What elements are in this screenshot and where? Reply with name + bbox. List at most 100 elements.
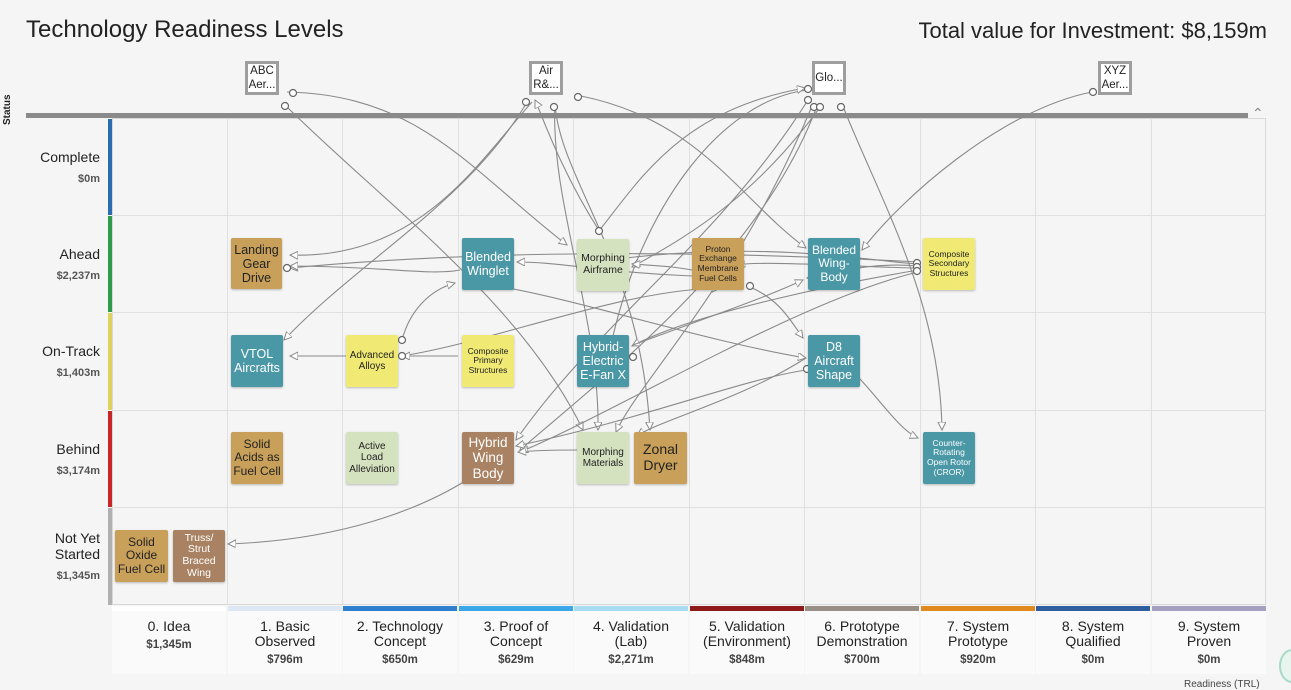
link [632, 280, 803, 346]
link [632, 264, 693, 271]
grid-divider [920, 118, 921, 605]
link [632, 105, 822, 267]
link-anchor [745, 281, 755, 291]
col-value: $0m [1197, 654, 1221, 666]
org-label-line: Air [538, 65, 554, 77]
row-value: $3,174m [56, 465, 100, 477]
org-abc-aerospace[interactable]: ABC Aer... [245, 61, 279, 95]
col-name: 1. Basic Observed [254, 618, 316, 649]
col-value: $0m [1081, 654, 1105, 666]
col-stripe [1152, 606, 1266, 611]
col-value: $629m [498, 654, 534, 666]
col-name: 5. Validation (Environment) [703, 618, 791, 649]
tech-solid-oxide-fuel-cell[interactable]: Solid Oxide Fuel Cell [115, 530, 168, 582]
tech-counter-rotating-open-rotor[interactable]: Counter-Rotating Open Rotor (CROR) [923, 432, 975, 484]
page-title: Technology Readiness Levels [26, 16, 344, 43]
col-stripe [921, 606, 1035, 611]
status-bar-complete [108, 119, 112, 215]
col-stripe [690, 606, 804, 611]
col-name: 6. Prototype Demonstration [816, 618, 908, 649]
grid-divider [112, 410, 1266, 411]
grid-divider [1035, 118, 1036, 605]
row-name: On-Track [42, 343, 100, 359]
tech-morphing-airframe[interactable]: Morphing Airframe [577, 239, 629, 291]
tech-advanced-alloys[interactable]: Advanced Alloys [346, 335, 398, 387]
status-bar-behind [108, 411, 112, 507]
status-bar-not-started [108, 508, 112, 605]
row-value: $1,403m [56, 367, 100, 379]
row-label-on-track: On-Track $1,403m [18, 343, 100, 379]
link [516, 369, 807, 446]
row-value: $1,345m [56, 570, 100, 582]
link-anchor [288, 88, 298, 98]
link-anchor [815, 102, 825, 112]
tech-zonal-dryer[interactable]: Zonal Dryer [634, 432, 687, 484]
link-anchor [521, 97, 531, 107]
row-label-behind: Behind $3,174m [18, 441, 100, 477]
col-name: 7. System Prototype [946, 618, 1010, 649]
tech-landing-gear-drive[interactable]: Landing Gear Drive [231, 238, 282, 289]
row-label-ahead: Ahead $2,237m [18, 246, 100, 282]
grid-divider [804, 118, 805, 605]
link [520, 105, 818, 450]
col-stripe [1036, 606, 1150, 611]
link [284, 101, 528, 340]
row-label-not-started: Not Yet Started $1,345m [18, 530, 100, 582]
tech-morphing-materials[interactable]: Morphing Materials [577, 432, 629, 484]
tech-hybrid-electric-e-fan-x[interactable]: Hybrid-Electric E-Fan X [577, 335, 629, 387]
row-name: Not Yet Started [54, 530, 100, 562]
col-label-trl-7: 7. System Prototype$920m [921, 606, 1035, 674]
status-bar-ahead [108, 216, 112, 312]
tech-vtol-aircrafts[interactable]: VTOL Aircrafts [231, 335, 283, 387]
link-anchor [397, 351, 407, 361]
link [637, 357, 807, 436]
tech-hybrid-wing-body[interactable]: Hybrid Wing Body [462, 432, 514, 484]
link [597, 88, 805, 233]
link-anchor [803, 84, 813, 94]
row-label-complete: Complete $0m [18, 149, 100, 185]
col-label-trl-8: 8. System Qualified$0m [1036, 606, 1150, 674]
org-label-line: XYZ [1103, 65, 1127, 77]
link [616, 105, 813, 432]
link-anchor [594, 226, 604, 236]
link [401, 288, 720, 357]
col-label-trl-0: 0. Idea$1,345m [112, 606, 226, 674]
link-anchor [912, 266, 922, 276]
col-name: 9. System Proven [1177, 618, 1241, 649]
link-anchor [836, 102, 846, 112]
link-anchor [1088, 87, 1098, 97]
col-name: 4. Validation (Lab) [592, 618, 669, 649]
grid-divider [112, 507, 1266, 508]
grid-divider [573, 118, 574, 605]
tech-solid-acids-as-fuel-cell[interactable]: Solid Acids as Fuel Cell [231, 432, 283, 484]
link [290, 266, 461, 273]
status-bar-on-track [108, 313, 112, 410]
tech-blended-wing-body[interactable]: Blended Wing-Body [808, 238, 860, 290]
org-xyz-aerospace[interactable]: XYZ Aer... [1098, 61, 1132, 95]
total-investment: Total value for Investment: $8,159m [918, 18, 1267, 43]
org-air-rd[interactable]: Air R&... [529, 61, 563, 95]
col-label-trl-2: 2. Technology Concept$650m [343, 606, 457, 674]
link [580, 95, 806, 248]
collapse-caret-icon[interactable]: ⌃ [1252, 105, 1264, 121]
row-name: Behind [56, 441, 100, 457]
tech-blended-winglet[interactable]: Blended Winglet [462, 238, 514, 290]
org-global[interactable]: Glo... [812, 61, 846, 95]
tech-proton-exchange-membrane-fuel-cells[interactable]: Proton Exchange Membrane Fuel Cells [692, 238, 744, 290]
link-anchor [282, 263, 292, 273]
grid-divider [1151, 118, 1152, 605]
col-value: $1,345m [146, 639, 192, 651]
tech-composite-primary-structures[interactable]: Composite Primary Structures [462, 335, 514, 387]
col-stripe [343, 606, 457, 611]
tech-composite-secondary-structures[interactable]: Composite Secondary Structures [923, 238, 975, 290]
tech-active-load-alleviation[interactable]: Active Load Alleviation [346, 432, 398, 484]
col-label-trl-9: 9. System Proven $0m [1152, 606, 1266, 674]
col-label-trl-1: 1. Basic Observed$796m [228, 606, 342, 674]
link-anchor [549, 102, 559, 112]
link [632, 269, 919, 346]
col-stripe [459, 606, 573, 611]
col-label-trl-5: 5. Validation (Environment)$848m [690, 606, 804, 674]
link [535, 100, 601, 233]
tech-d8-aircraft-shape[interactable]: D8 Aircraft Shape [808, 335, 860, 387]
tech-truss-strut-braced-wing[interactable]: Truss/ Strut Braced Wing [173, 530, 225, 582]
